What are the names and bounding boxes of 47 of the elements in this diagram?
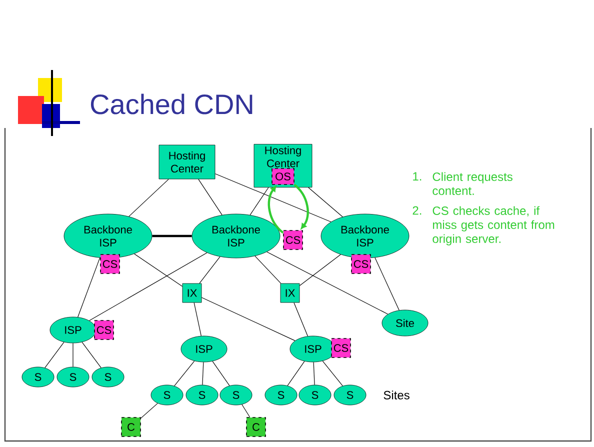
connector-line — [201, 297, 296, 341]
connector-line — [322, 360, 343, 386]
connector-line — [250, 187, 269, 216]
connector-line — [44, 342, 64, 368]
note-text: CS checks cache, if miss gets content from origin server. — [432, 206, 554, 246]
exchange-box: IX — [182, 283, 202, 303]
connector-line — [174, 360, 195, 386]
exchange-box: IX — [280, 283, 300, 303]
connector-line — [89, 252, 208, 321]
connector-line — [72, 342, 74, 368]
cache-server-box: CS — [351, 254, 371, 274]
client-box: C — [246, 417, 266, 437]
connector-line — [287, 360, 305, 386]
connector-line — [140, 403, 158, 418]
connector-line — [199, 256, 220, 284]
connector-line — [266, 252, 388, 314]
connector-line — [212, 360, 230, 386]
cache-server-box: CS — [100, 254, 120, 274]
note-text: Client requests content. — [432, 172, 512, 195]
slide-title: Cached CDN — [90, 94, 252, 114]
group-label: Sites — [384, 390, 410, 400]
connector-line — [299, 254, 341, 286]
connector-line — [134, 254, 183, 287]
connector-line — [214, 173, 332, 222]
connector-line — [313, 362, 315, 386]
connector-line — [242, 404, 250, 418]
cache-server-box: OS — [272, 168, 294, 185]
hosting-center-box: Hosting Center — [158, 144, 216, 180]
connector-line — [82, 342, 102, 368]
connector-line — [152, 234, 192, 238]
connector-line — [374, 257, 400, 311]
cache-server-box: CS — [331, 338, 351, 358]
list-number: 2. — [412, 206, 422, 215]
connector-line — [294, 302, 308, 336]
cache-server-box: CS — [283, 230, 303, 250]
connector-line — [308, 187, 343, 218]
list-number: 1. — [413, 172, 422, 180]
connector-line — [128, 178, 169, 217]
cache-server-box: CS — [94, 320, 114, 340]
connector-line — [254, 256, 282, 284]
connector-line — [78, 258, 100, 318]
client-box: C — [121, 417, 141, 437]
connector-line — [194, 302, 202, 336]
arrow — [268, 186, 284, 234]
connector-line — [198, 178, 222, 216]
arrow — [294, 184, 309, 230]
connector-line — [202, 362, 204, 386]
